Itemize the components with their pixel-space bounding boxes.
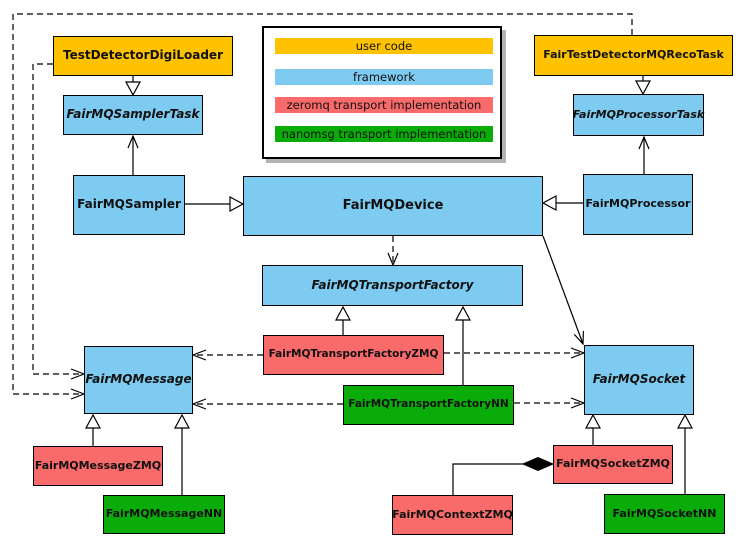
class-box-fairmqsocketzmq: FairMQSocketZMQ bbox=[553, 445, 673, 484]
class-box-fairmqprocessor: FairMQProcessor bbox=[583, 174, 693, 235]
edge-inheritance-sampler-device bbox=[185, 195, 245, 213]
class-box-fairmqmessagezmq: FairMQMessageZMQ bbox=[33, 446, 163, 486]
edge-inheritance-socketnn-socket bbox=[676, 413, 694, 494]
class-box-fairmqtransportfactoryzmq: FairMQTransportFactoryZMQ bbox=[263, 335, 444, 375]
edge-inheritance-factorynn-factory bbox=[454, 305, 472, 385]
class-box-fairmqmessagenn: FairMQMessageNN bbox=[103, 495, 225, 534]
edge-composition-socketzmq-contextzmq bbox=[452, 456, 555, 495]
edge-inheritance-processor-device bbox=[541, 194, 583, 212]
composition-diamond-icon bbox=[521, 456, 555, 472]
class-box-fairmqsocket: FairMQSocket bbox=[584, 345, 694, 415]
class-box-fairmqsocketnn: FairMQSocketNN bbox=[604, 494, 725, 534]
class-box-fairmqprocessortask: FairMQProcessorTask bbox=[573, 94, 704, 136]
class-box-fairmqtransportfactory: FairMQTransportFactory bbox=[262, 265, 523, 306]
legend-label: framework bbox=[353, 70, 415, 84]
legend-item-zeromq: zeromq transport implementation bbox=[275, 97, 493, 113]
legend: user code framework zeromq transport imp… bbox=[262, 26, 502, 159]
edge-association-device-socket bbox=[542, 235, 584, 346]
legend-item-framework: framework bbox=[275, 69, 493, 85]
edge-association-sampler-samplertask bbox=[127, 134, 139, 175]
edge-association-processor-processortask bbox=[638, 135, 650, 174]
class-box-fairtestdetectormqrecotask: FairTestDetectorMQRecoTask bbox=[534, 35, 733, 76]
edge-inheritance-recotask-processortask bbox=[634, 76, 652, 96]
legend-label: zeromq transport implementation bbox=[286, 98, 482, 112]
legend-label: user code bbox=[355, 39, 413, 53]
class-box-fairmqcontextzmq: FairMQContextZMQ bbox=[392, 495, 513, 535]
class-box-fairmqsamplertask: FairMQSamplerTask bbox=[63, 95, 203, 135]
legend-label: nanomsg transport implementation bbox=[281, 127, 487, 141]
class-box-fairmqdevice: FairMQDevice bbox=[243, 176, 543, 236]
class-box-fairmqmessage: FairMQMessage bbox=[84, 346, 193, 414]
edge-dependency-factoryzmq-message bbox=[191, 349, 263, 361]
edge-inheritance-factoryzmq-factory bbox=[334, 305, 352, 335]
legend-item-nanomsg: nanomsg transport implementation bbox=[275, 126, 493, 142]
class-box-testdetectordigiloader: TestDetectorDigiLoader bbox=[53, 36, 233, 76]
class-box-fairmqtransportfactorynn: FairMQTransportFactoryNN bbox=[343, 385, 514, 425]
legend-item-user-code: user code bbox=[275, 38, 493, 54]
edge-dependency-factorynn-message bbox=[191, 398, 343, 410]
edge-inheritance-messagenn-message bbox=[173, 413, 191, 495]
edge-inheritance-socketzmq-socket bbox=[584, 413, 602, 445]
edge-dependency-device-transportfactory bbox=[387, 236, 399, 267]
edge-dependency-factoryzmq-socket bbox=[444, 347, 586, 359]
edge-inheritance-messagezmq-message bbox=[84, 413, 102, 446]
edge-inheritance-digiloader-samplertask bbox=[124, 76, 142, 97]
edge-dependency-factorynn-socket bbox=[514, 397, 586, 409]
class-box-fairmqsampler: FairMQSampler bbox=[73, 175, 185, 235]
